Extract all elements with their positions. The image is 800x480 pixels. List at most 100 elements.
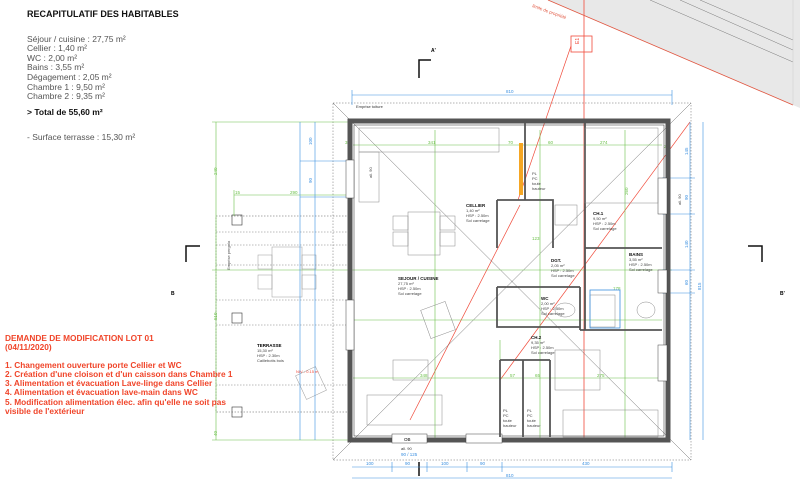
- request-item: 5. Modification alimentation élec. afin …: [5, 396, 226, 407]
- dimension-total-top: 810: [506, 89, 514, 94]
- green-dimension-lines: [212, 121, 672, 441]
- room-sejour-name: SEJOUR / CUISINE: [398, 276, 439, 281]
- washbasin: [636, 301, 656, 319]
- room-bains-hsp: HSP : 2.50m: [629, 262, 652, 267]
- bath-area: [589, 289, 621, 329]
- summary-room: Chambre 2 : 9,35 m²: [27, 91, 105, 102]
- summary-room: WC : 2,00 m²: [27, 52, 78, 63]
- room-ch2-floor: Sol carrelage: [531, 350, 555, 355]
- window-ob-label: OB: [404, 437, 411, 442]
- bed-ch2: [562, 409, 659, 438]
- dimension-total-bottom: 810: [506, 473, 514, 478]
- closet-label: PL: [503, 408, 509, 413]
- bed-ch1: [584, 127, 659, 204]
- window-alt-label: all. 90: [368, 167, 373, 178]
- room-bains-area: 3,55 m²: [629, 257, 643, 262]
- pergola-footprint-label: Emprise pergola: [226, 240, 231, 270]
- summary-total: > Total de 55,60 m²: [27, 106, 103, 117]
- window-ch1: [657, 177, 668, 215]
- entry-door: [465, 433, 503, 444]
- window-alt-label: all. 90: [677, 194, 682, 205]
- dimension-label: 90: [480, 461, 486, 466]
- dimension-label: 65: [535, 373, 541, 378]
- dimension-label: 275: [597, 373, 605, 378]
- room-dgt-floor: Sol carrelage: [551, 273, 575, 278]
- kitchen-counter: [358, 127, 500, 153]
- room-wc-hsp: HSP : 2.50m: [541, 306, 564, 311]
- window-size-label: 90 / 125: [401, 452, 418, 457]
- closet-label: PC: [527, 413, 533, 418]
- window-ch2: [657, 344, 668, 382]
- dimension-label: 60: [548, 140, 554, 145]
- closet-label: PL: [532, 171, 538, 176]
- closet-label: toute: [527, 418, 537, 423]
- terrace-table: [271, 246, 303, 298]
- dimension-label: 100: [441, 461, 449, 466]
- dimension-label: 70: [508, 140, 514, 145]
- request-date: (04/11/2020): [5, 342, 52, 353]
- terrace-floor: Caillebotis bois: [257, 358, 284, 363]
- section-marker-a-prime: [418, 59, 431, 78]
- closet-label: toute: [503, 418, 513, 423]
- closet-label: PC: [532, 176, 538, 181]
- pergola-post: [231, 312, 243, 324]
- washing-machine: [554, 204, 578, 226]
- room-bains-floor: Sol carrelage: [629, 267, 653, 272]
- property-limit-line: [547, 0, 794, 106]
- room-ch2-hsp: HSP : 2.50m: [531, 345, 554, 350]
- summary-room: Chambre 1 : 9,50 m²: [27, 81, 105, 92]
- terrace-name: TERRASSE: [257, 343, 282, 348]
- dimension-label: 260: [624, 187, 629, 195]
- room-ch1-floor: Sol carrelage: [593, 226, 617, 231]
- dimension-label: 341: [428, 140, 436, 145]
- request-item: 2. Création d'une cloison et d'un caisso…: [5, 368, 233, 379]
- summary-room: Dégagement : 2,05 m²: [27, 71, 112, 82]
- dimension-label: 100: [308, 137, 313, 145]
- closet-label: PC: [503, 413, 509, 418]
- dimension-label: 145: [684, 147, 689, 155]
- dimension-label: 100: [366, 461, 374, 466]
- terrace-hsp: HSP : 2.30m: [257, 353, 280, 358]
- section-b-label: B: [171, 291, 175, 297]
- dimension-label: 40: [213, 430, 218, 436]
- kitchen-sink: [358, 151, 380, 203]
- closet-label: hauteur: [532, 186, 546, 191]
- summary-room: Bains : 3,55 m²: [27, 62, 85, 73]
- shower: [589, 294, 616, 328]
- dimension-label: 123: [532, 236, 540, 241]
- terrace: Emprise pergola TERRASSE 15,30 m² HSP : …: [215, 214, 351, 418]
- section-marker-b: [185, 245, 200, 262]
- marker-e1-box: [570, 35, 593, 53]
- summary-terrace: - Surface terrasse : 15,30 m²: [27, 132, 136, 143]
- dimension-label: 430: [582, 461, 590, 466]
- dimension-label: 178: [613, 286, 621, 291]
- room-dgt-hsp: HSP : 2.50m: [551, 268, 574, 273]
- closet-label: toute: [532, 181, 542, 186]
- pergola-post: [231, 214, 243, 226]
- request-item: 3. Alimentation et évacuation Lave-linge…: [5, 378, 213, 389]
- dimension-label: 15: [235, 190, 241, 195]
- section-marker-b-prime: [748, 245, 763, 262]
- request-item: visible de l'extérieur: [5, 406, 85, 417]
- room-dgt-area: 2,05 m²: [551, 263, 565, 268]
- dimension-label: 240: [213, 167, 218, 175]
- roof-footprint: [332, 102, 692, 461]
- room-cellier-hsp: HSP : 2.50m: [466, 213, 489, 218]
- window-alt-label: all. 90: [401, 446, 412, 451]
- sofa: [366, 394, 443, 426]
- closet-label: hauteur: [527, 423, 541, 428]
- room-ch2-name: CH.2: [531, 335, 542, 340]
- dimension-label: 57: [510, 373, 516, 378]
- marker-e1-label: E1: [575, 38, 581, 44]
- room-dgt-name: DGT.: [551, 258, 561, 263]
- tv-unit: [392, 359, 429, 381]
- modification-request: DEMANDE DE MODIFICATION LOT 01 (04/11/20…: [5, 333, 233, 417]
- room-cellier-area: 1,40 m²: [466, 208, 480, 213]
- room-ch1-hsp: HSP : 2.50m: [593, 221, 616, 226]
- roof-footprint-label: Emprise toiture: [356, 104, 384, 109]
- room-ch1-name: CH.1: [593, 211, 604, 216]
- room-cellier-name: CELLIER: [466, 203, 486, 208]
- dimension-label: 90: [684, 194, 689, 200]
- room-wc-name: WC: [541, 296, 549, 301]
- summary-title: RECAPITULATIF DES HABITABLES: [27, 9, 179, 19]
